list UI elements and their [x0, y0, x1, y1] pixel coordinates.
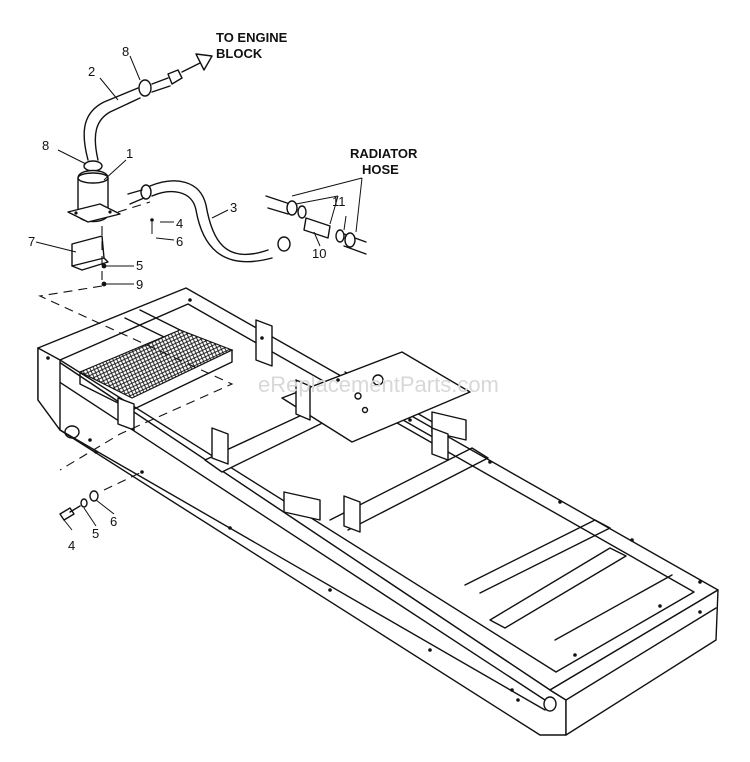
- frame-rail-lower-edge: [59, 429, 546, 711]
- plate-hole-2: [354, 392, 362, 400]
- center-plate: [281, 351, 471, 443]
- radiator-hose-end-bottom: [344, 232, 356, 248]
- dash-hardware-to-frame: [103, 471, 143, 491]
- callout-4-bottom: 4: [68, 538, 75, 553]
- clamp-8-mid: [83, 160, 103, 172]
- bolt-4-shank: [69, 505, 81, 513]
- engine-arrow-head: [195, 53, 213, 71]
- bracket-7: [71, 235, 105, 267]
- note-engine-line2: BLOCK: [216, 46, 263, 61]
- tee-fitting-10: [303, 217, 331, 239]
- canister-base-plate: [67, 203, 121, 223]
- callout-9: 9: [136, 277, 143, 292]
- reference-lines: [38, 201, 234, 491]
- bolt-4: [59, 507, 75, 521]
- callout-5-bottom: 5: [92, 526, 99, 541]
- frame-left-end: [37, 347, 61, 431]
- hardware-bottom: [59, 490, 99, 521]
- radiator-hose-end-top: [286, 200, 298, 216]
- clamp-hose-3-left: [140, 184, 152, 200]
- hose-assembly: [67, 53, 367, 271]
- plate-hole-1: [372, 374, 384, 386]
- washer-5: [80, 498, 88, 508]
- callout-7: 7: [28, 234, 35, 249]
- leader-lines: [35, 55, 363, 531]
- cross-member-7: [554, 574, 673, 641]
- hardware-top: [101, 218, 154, 287]
- callout-5-top: 5: [136, 258, 143, 273]
- frame-hole-right: [543, 696, 557, 712]
- bracket-e: [343, 495, 361, 533]
- washer-6: [89, 490, 99, 502]
- bracket-h: [431, 427, 449, 461]
- callout-8-mid: 8: [42, 138, 49, 153]
- note-radiator-line1: RADIATOR: [350, 146, 418, 161]
- fitting-engine: [151, 69, 183, 93]
- canister-top: [77, 172, 109, 184]
- bracket-c: [117, 397, 135, 431]
- clamp-hose-3-right: [277, 236, 291, 252]
- frame-inner-opening: [59, 303, 695, 673]
- hose-2-inner: [94, 97, 141, 161]
- dash-canister-to-frame: [38, 226, 234, 471]
- frame-right-end-edge: [565, 607, 717, 701]
- frame-hole-left: [64, 425, 80, 439]
- bracket-b: [295, 379, 311, 421]
- hose-3-inner: [151, 190, 273, 263]
- note-radiator-line2: HOSE: [362, 162, 399, 177]
- callout-8-top: 8: [122, 44, 129, 59]
- bracket-a: [255, 319, 273, 367]
- frame-right-end: [549, 589, 719, 736]
- bracket-7-flange: [71, 257, 109, 271]
- bracket-f: [283, 491, 321, 521]
- frame-assembly: [37, 287, 719, 736]
- cross-member-6: [489, 547, 627, 629]
- plate-hole-3: [361, 406, 369, 414]
- callout-1: 1: [126, 146, 133, 161]
- callout-6-bottom: 6: [110, 514, 117, 529]
- callout-2: 2: [88, 64, 95, 79]
- engine-arrow-shaft: [181, 62, 201, 73]
- note-engine-line1: TO ENGINE: [216, 30, 288, 45]
- cross-member-5: [464, 519, 611, 594]
- callout-10: 10: [312, 246, 326, 261]
- clamp-8-top: [138, 79, 152, 97]
- callout-6-top: 6: [176, 234, 183, 249]
- cross-member-4: [329, 447, 489, 531]
- radiator-hose-top: [265, 195, 291, 215]
- clamp-11-a: [297, 205, 307, 219]
- frame-rivets: [46, 298, 702, 702]
- callout-11: 11: [332, 194, 346, 209]
- hose-3-outer: [149, 180, 269, 256]
- mounting-brackets: [117, 319, 467, 533]
- clamp-11-b: [335, 229, 345, 243]
- callout-3: 3: [230, 200, 237, 215]
- bracket-d: [211, 427, 229, 465]
- dash-bracket-to-tray: [117, 201, 151, 213]
- fitting-hose-3-left: [127, 189, 145, 205]
- hose-2-outer: [83, 87, 139, 161]
- callout-4-top: 4: [176, 216, 183, 231]
- watermark: eReplacementParts.com: [258, 372, 499, 397]
